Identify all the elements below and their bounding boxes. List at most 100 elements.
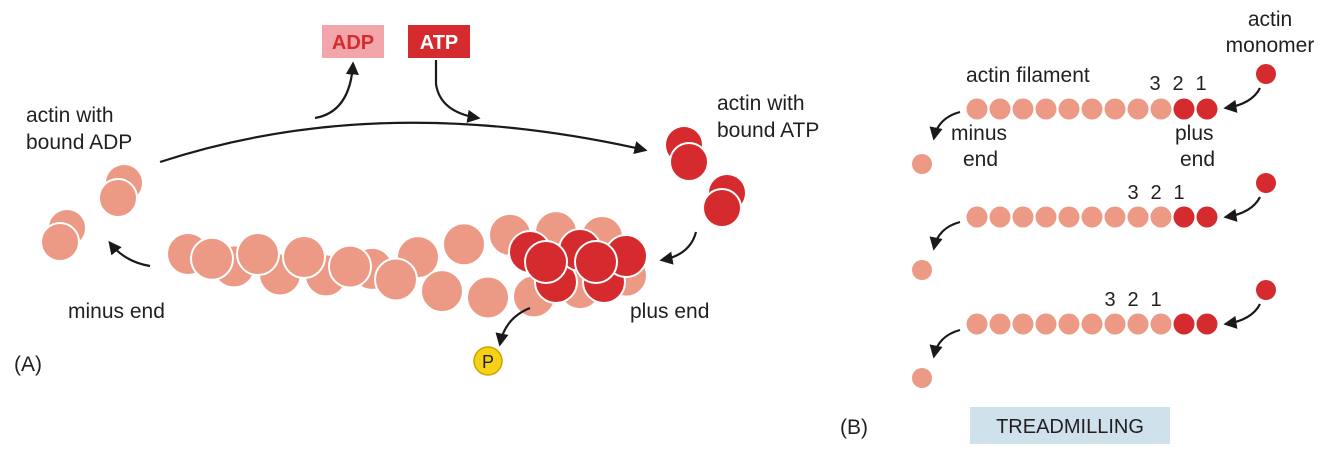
filament-bead-adp <box>989 313 1011 335</box>
plus-end-b-line2: end <box>1180 148 1215 171</box>
filament-subunit-atp <box>574 240 618 284</box>
filament-bead-adp <box>1035 313 1057 335</box>
filament-bead-atp <box>1173 98 1195 120</box>
treadmilling-caption-label: TREADMILLING <box>996 416 1144 438</box>
row-1-number-1: 1 <box>1195 73 1206 95</box>
filament-subunit-adp <box>328 244 372 289</box>
row-2-number-1: 1 <box>1173 182 1184 204</box>
filament-bead-adp <box>1150 206 1172 228</box>
filament-bead-adp <box>1127 206 1149 228</box>
atp-actin-label-line1: actin with <box>717 92 805 115</box>
row-1-loss-arrow <box>929 110 961 141</box>
row-2-beads <box>966 206 1218 228</box>
atp-uptake-arrow <box>434 60 481 123</box>
minus-end-b-line1: minus <box>951 122 1007 145</box>
adp-release-arrow <box>314 61 359 120</box>
adp-actin-dimer-upper <box>98 163 144 218</box>
row-3-number-3: 3 <box>1104 289 1115 311</box>
row-2-released-monomer <box>912 260 932 280</box>
filament-bead-adp <box>1081 313 1103 335</box>
row-1-number-2: 2 <box>1172 73 1183 95</box>
monomer-label-line1: actin <box>1248 8 1292 31</box>
row-3-number-2: 2 <box>1127 289 1138 311</box>
minus-end-release-arrow <box>108 240 151 268</box>
adp-box: ADP <box>322 25 384 58</box>
filament-subunit-adp <box>442 222 486 267</box>
filament-bead-atp <box>1196 98 1218 120</box>
filament-subunit-adp <box>236 232 280 277</box>
filament-bead-adp <box>1058 206 1080 228</box>
filament-bead-adp <box>1012 98 1034 120</box>
atp-actin-label-line2: bound ATP <box>717 119 819 142</box>
filament-bead-adp <box>1035 206 1057 228</box>
panel-a: ADP ATP actin with bound ADP actin with … <box>14 25 819 376</box>
filament-bead-adp <box>1104 313 1126 335</box>
actin-filament-a <box>166 210 648 320</box>
row-3-addition-arrow <box>1223 303 1261 329</box>
filament-bead-adp <box>1035 98 1057 120</box>
exchange-arrow-main <box>159 121 648 164</box>
filament-bead-atp <box>1196 206 1218 228</box>
filament-bead-adp <box>1104 98 1126 120</box>
filament-bead-adp <box>1127 313 1149 335</box>
plus-end-label: plus end <box>630 300 709 323</box>
filament-bead-atp <box>1173 313 1195 335</box>
panel-b-label: (B) <box>840 416 868 439</box>
atp-actin-dimer-lower <box>702 173 747 228</box>
row-2-loss-arrow <box>929 220 961 251</box>
row-1-free-monomer <box>1256 64 1276 84</box>
filament-bead-adp <box>1081 206 1103 228</box>
filament-row-2: 3 2 1 <box>912 173 1276 280</box>
atp-actin-dimer-upper <box>664 125 709 182</box>
row-3-beads <box>966 313 1218 335</box>
filament-subunit-adp <box>374 257 418 302</box>
row-3-free-monomer <box>1256 280 1276 300</box>
filament-bead-adp <box>989 206 1011 228</box>
row-2-number-2: 2 <box>1150 182 1161 204</box>
adp-actin-label-line2: bound ADP <box>26 131 132 154</box>
filament-subunit-adp <box>282 235 326 280</box>
row-3-loss-arrow <box>929 328 961 359</box>
row-1-beads <box>966 98 1218 120</box>
filament-bead-adp <box>1058 98 1080 120</box>
filament-subunit-adp <box>420 269 464 314</box>
filament-bead-adp <box>1012 313 1034 335</box>
filament-label: actin filament <box>966 64 1090 87</box>
filament-row-3: 3 2 1 <box>912 280 1276 388</box>
filament-bead-adp <box>966 313 988 335</box>
minus-end-b-line2: end <box>963 148 998 171</box>
row-2-free-monomer <box>1256 173 1276 193</box>
filament-subunit-adp <box>466 275 510 320</box>
row-3-released-monomer <box>912 368 932 388</box>
row-1-number-3: 3 <box>1149 73 1160 95</box>
adp-actin-dimer-lower <box>40 208 87 262</box>
phosphate-label: P <box>482 352 494 372</box>
row-2-number-3: 3 <box>1127 182 1138 204</box>
filament-bead-atp <box>1196 313 1218 335</box>
atp-box-label: ATP <box>420 32 459 54</box>
filament-subunit-adp <box>190 236 234 281</box>
adp-box-label: ADP <box>332 32 374 54</box>
adp-actin-label-line1: actin with <box>26 104 114 127</box>
filament-bead-adp <box>966 206 988 228</box>
filament-subunit-atp <box>524 240 568 284</box>
atp-box: ATP <box>408 25 470 58</box>
filament-bead-atp <box>1173 206 1195 228</box>
minus-end-label: minus end <box>68 300 165 323</box>
filament-bead-adp <box>1081 98 1103 120</box>
filament-bead-adp <box>1150 313 1172 335</box>
filament-bead-adp <box>1150 98 1172 120</box>
plus-end-addition-arrow <box>659 231 698 265</box>
filament-bead-adp <box>1104 206 1126 228</box>
row-3-number-1: 1 <box>1150 289 1161 311</box>
plus-end-b-line1: plus <box>1175 122 1214 145</box>
row-1-released-monomer <box>912 154 932 174</box>
panel-a-label: (A) <box>14 353 42 376</box>
treadmilling-caption: TREADMILLING <box>970 407 1170 444</box>
filament-bead-adp <box>1127 98 1149 120</box>
filament-bead-adp <box>1012 206 1034 228</box>
phosphate-release-arrow <box>495 306 531 347</box>
panel-b: actin monomer actin filament minus end p… <box>840 8 1314 444</box>
phosphate-icon: P <box>473 346 503 376</box>
